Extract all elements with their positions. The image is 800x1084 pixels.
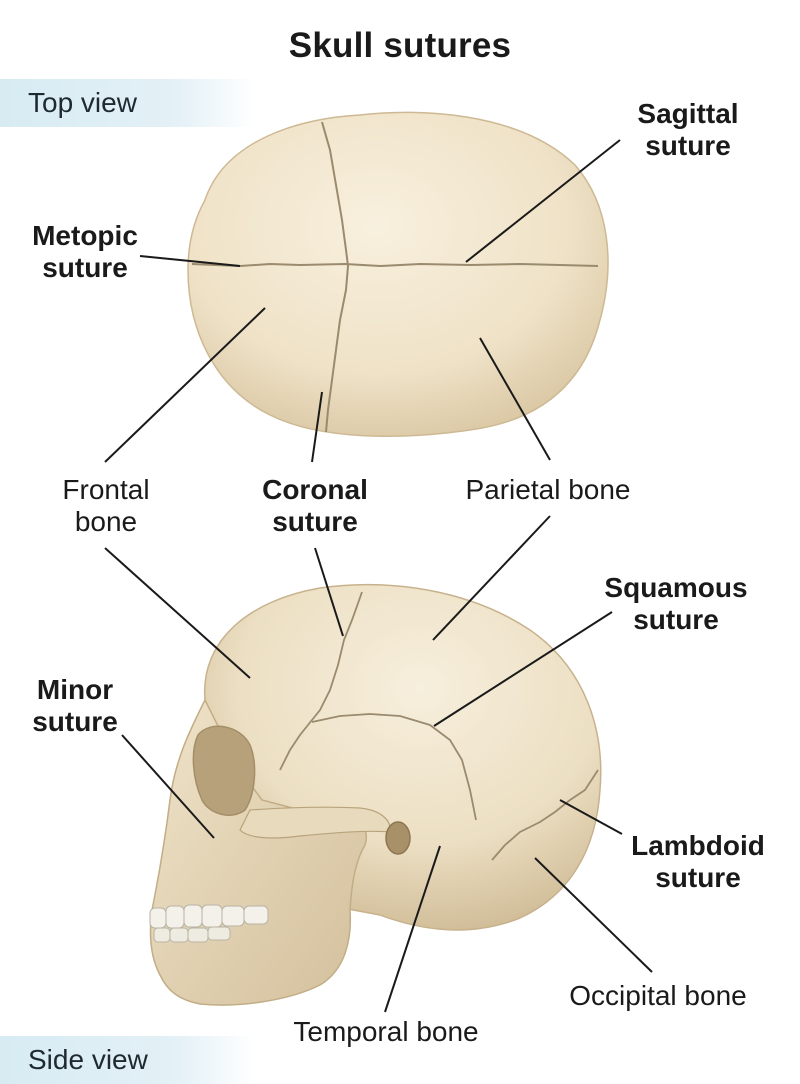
label-minor-line2: suture [32, 706, 118, 737]
leader-lambdoid [559, 799, 623, 835]
label-minor-line1: Minor [36, 674, 114, 705]
side-squamous-suture [311, 713, 477, 821]
leader-squamous [433, 611, 613, 727]
coronal-suture-line [321, 121, 350, 433]
label-metopic-line1: Metopic [32, 220, 138, 251]
leader-parietal [479, 337, 551, 461]
label-metopic-line2: suture [42, 252, 128, 283]
label-squamous-line1: Squamous [604, 572, 748, 603]
leader-coronal [311, 391, 323, 463]
label-coronal-suture: Coronal suture [250, 474, 380, 538]
label-occipital-line1: Occipital bone [569, 980, 747, 1011]
leader-parietal-side [432, 515, 551, 641]
side-coronal-suture [279, 591, 363, 771]
side-view-skull [149, 583, 602, 1006]
top-skull-outline [187, 111, 609, 437]
label-sagittal-suture: Sagittal suture [618, 98, 758, 162]
label-squamous-line2: suture [633, 604, 719, 635]
leader-metopic [139, 255, 241, 267]
label-frontal-bone: Frontal bone [44, 474, 168, 538]
label-coronal-line2: suture [272, 506, 358, 537]
label-lambdoid-line1: Lambdoid [631, 830, 765, 861]
top-view-skull [187, 111, 609, 437]
label-coronal-line1: Coronal [262, 474, 368, 505]
ear-opening [385, 821, 411, 855]
label-minor-suture: Minor suture [20, 674, 130, 738]
leader-coronal-side [314, 547, 344, 637]
skull-illustration [104, 111, 653, 1013]
leader-temporal [384, 845, 441, 1013]
leader-sagittal [465, 139, 621, 263]
label-frontal-line2: bone [74, 506, 138, 537]
leader-occipital [534, 857, 653, 973]
side-lambdoid-suture [491, 769, 599, 861]
side-view-tab: Side view [0, 1036, 255, 1084]
leader-frontal [104, 307, 266, 463]
page-title: Skull sutures [288, 26, 512, 65]
label-frontal-line1: Frontal [62, 474, 150, 505]
leader-frontal-side [104, 547, 251, 679]
label-metopic-suture: Metopic suture [20, 220, 150, 284]
label-sagittal-line1: Sagittal [637, 98, 739, 129]
teeth [149, 904, 269, 943]
label-parietal-line1: Parietal bone [465, 474, 631, 505]
label-lambdoid-line2: suture [655, 862, 741, 893]
top-view-tab: Top view [0, 79, 255, 127]
label-lambdoid-suture: Lambdoid suture [620, 830, 776, 894]
label-squamous-suture: Squamous suture [596, 572, 756, 636]
label-sagittal-line2: suture [645, 130, 731, 161]
label-temporal-line1: Temporal bone [293, 1016, 479, 1047]
label-parietal-bone: Parietal bone [448, 474, 648, 506]
orbit [192, 725, 256, 816]
label-occipital-bone: Occipital bone [548, 980, 768, 1012]
label-temporal-bone: Temporal bone [274, 1016, 498, 1048]
leader-minor [121, 734, 215, 839]
leader-lines [104, 139, 653, 1013]
